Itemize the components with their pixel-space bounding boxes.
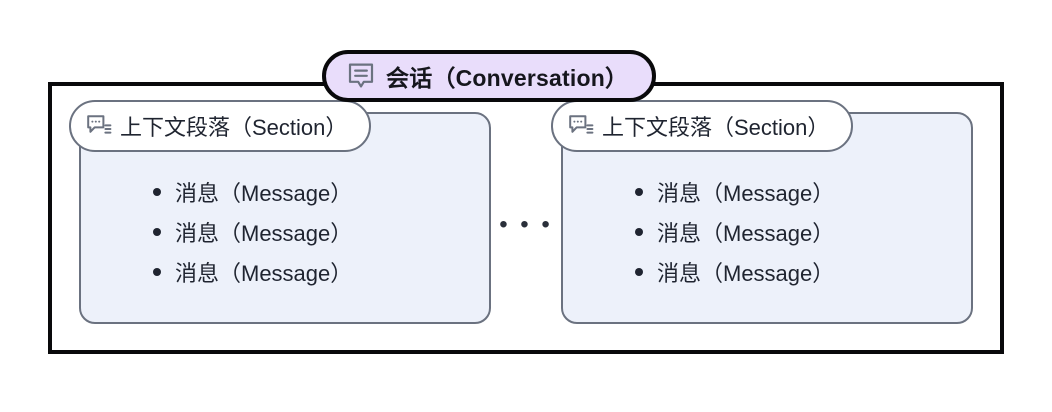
message-list: 消息（Message） 消息（Message） 消息（Message） (81, 172, 489, 292)
list-item: 消息（Message） (635, 212, 971, 252)
sections-row: 上下文段落（Section） 消息（Message） 消息（Message） 消… (48, 82, 1004, 354)
message-label: 消息（Message） (657, 261, 835, 286)
bullet-icon (635, 188, 643, 196)
message-label: 消息（Message） (657, 221, 835, 246)
bullet-icon (153, 228, 161, 236)
bullet-icon (153, 188, 161, 196)
speech-bubble-lines-icon (348, 63, 374, 88)
bullet-icon (153, 268, 161, 276)
message-label: 消息（Message） (657, 181, 835, 206)
message-label: 消息（Message） (175, 221, 353, 246)
section-header-label: 上下文段落（Section） (120, 115, 348, 140)
message-label: 消息（Message） (175, 261, 353, 286)
message-label: 消息（Message） (175, 181, 353, 206)
section-header: 上下文段落（Section） (551, 100, 854, 152)
conversation-title-label: 会话（Conversation） (386, 65, 629, 91)
section-header-label: 上下文段落（Section） (602, 115, 830, 140)
sections-ellipsis: • • • (499, 211, 553, 238)
list-item: 消息（Message） (635, 252, 971, 292)
bullet-icon (635, 268, 643, 276)
list-item: 消息（Message） (635, 172, 971, 212)
section-header: 上下文段落（Section） (69, 100, 372, 152)
bullet-icon (635, 228, 643, 236)
message-list: 消息（Message） 消息（Message） 消息（Message） (563, 172, 971, 292)
list-item: 消息（Message） (153, 252, 489, 292)
list-item: 消息（Message） (153, 212, 489, 252)
section-card: 上下文段落（Section） 消息（Message） 消息（Message） 消… (551, 100, 973, 324)
section-card: 上下文段落（Section） 消息（Message） 消息（Message） 消… (69, 100, 491, 324)
conversation-title-pill: 会话（Conversation） (322, 50, 657, 102)
speech-bubble-list-icon (569, 115, 594, 134)
list-item: 消息（Message） (153, 172, 489, 212)
speech-bubble-list-icon (87, 115, 112, 134)
